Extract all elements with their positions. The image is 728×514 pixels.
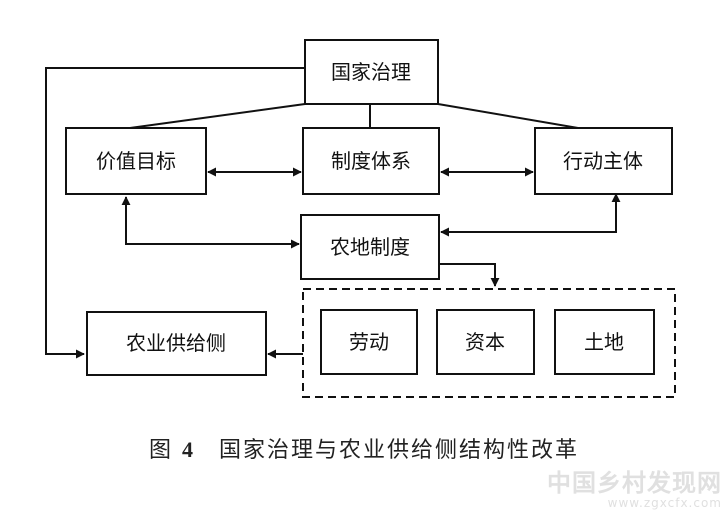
watermark-url: www.zgxcfx.com: [607, 495, 722, 510]
supply-side-label: 农业供给侧: [126, 331, 226, 355]
governance-to-actor-connector: [437, 103, 579, 129]
actor-label: 行动主体: [563, 149, 643, 173]
land-system-to-value-arrow: [121, 196, 300, 249]
governance-to-supply-side-arrow: [45, 67, 305, 359]
framework-diagram: 国家治理 价值目标 制度体系 行动主体 农地制度 农业供给侧 劳动 资本 土地: [45, 39, 676, 398]
institution-system-label: 制度体系: [331, 149, 411, 173]
labor-box: [320, 309, 418, 375]
watermark: 中国乡村发现网 www.zgxcfx.com: [547, 470, 722, 510]
figure-caption: 图 4 国家治理与农业供给侧结构性改革: [0, 432, 728, 464]
capital-box: [436, 309, 535, 375]
land-system-to-actor-arrow: [440, 193, 621, 237]
value-goal-box: [65, 127, 207, 195]
land-system-to-factors-arrow: [440, 263, 500, 287]
figure-number-value: 4: [182, 437, 195, 462]
labor-label: 劳动: [349, 330, 389, 354]
institution-system-box: [302, 127, 440, 195]
land-label: 土地: [584, 330, 624, 354]
land-box: [554, 309, 655, 375]
governance-box: [304, 39, 439, 105]
watermark-text: 中国乡村发现网: [547, 469, 722, 498]
figure-title: 国家治理与农业供给侧结构性改革: [219, 438, 580, 463]
governance-label: 国家治理: [331, 60, 411, 84]
figure-number: 图 4: [148, 437, 195, 463]
value-goal-label: 价值目标: [96, 149, 176, 173]
factors-group: [302, 288, 676, 398]
figure-number-prefix: 图: [148, 438, 173, 463]
governance-to-value-connector: [129, 103, 306, 129]
supply-side-box: [86, 311, 267, 376]
actor-box: [534, 127, 673, 195]
capital-label: 资本: [465, 330, 505, 354]
land-system-label: 农地制度: [330, 235, 410, 259]
land-system-box: [300, 214, 440, 280]
